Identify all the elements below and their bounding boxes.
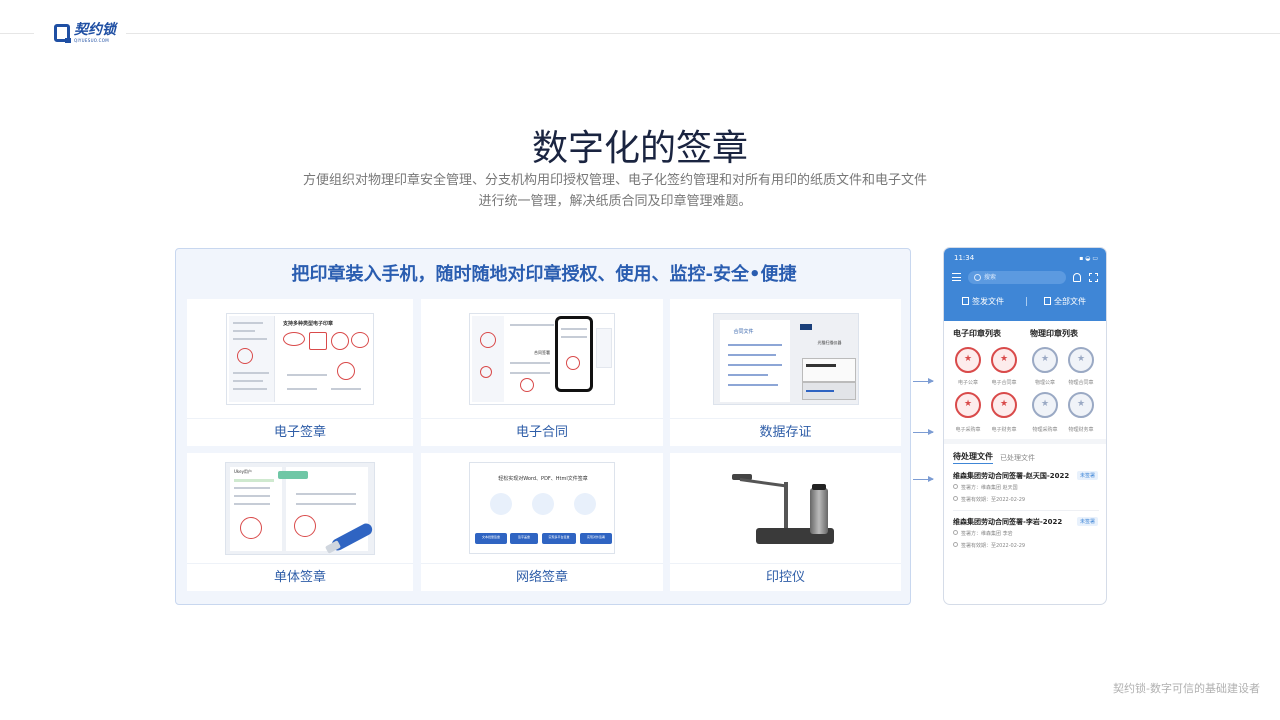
network-button-1: 文本批量签章 [481,535,500,539]
phone-preview: 合同签署 [469,312,615,405]
card-label: 数据存证 [670,418,901,446]
physical-seal-list-title: 物理印章列表 [1030,329,1078,338]
seal-label: 物理财务章 [1068,427,1094,433]
contract-preview-title: 合同签署 [534,349,550,355]
section-divider [944,439,1106,444]
usb-key-preview: Ukey用户 [225,461,375,555]
evidence-tag: 光猫扫描仪器 [817,339,842,345]
feature-panel: 把印章装入手机，随时随地对印章授权、使用、监控-安全•便捷 支持多种类型电子印章 [175,248,911,605]
search-input[interactable]: 搜索 [968,271,1066,284]
action-divider [1026,297,1027,306]
arrow-icon [913,378,934,384]
page-title: 数字化的签章 [531,128,748,169]
seal-preview: 支持多种类型电子印章 [226,312,374,405]
tab-processed-files[interactable]: 已处理文件 [1000,454,1035,462]
seal-label: 电子采购章 [955,427,981,433]
seal-controller-device [726,466,846,550]
file-send-icon [962,297,969,305]
brand-name: 契约锁 [74,22,116,38]
card-data-evidence[interactable]: 合同文件 光猫扫描仪器 数据存证 [670,299,901,446]
seal-physical-contract[interactable] [1068,347,1094,373]
card-standalone-seal[interactable]: Ukey用户 单体签章 [187,453,413,591]
ukey-preview-title: Ukey用户 [234,468,252,474]
active-tab-indicator [953,463,993,464]
network-button-2: 签字盖章 [517,535,530,539]
status-time: 11:34 [954,254,975,262]
header-rule-left [0,33,34,34]
seal-label: 电子公章 [957,380,978,386]
app-header: 11:34 ▪ ◒ ▭ 搜索 签发文件 全部文件 [944,248,1106,321]
network-preview: 轻松实现对Word、PDF、Html文件签章 文本批量签章 签字盖章 实现多平台… [469,462,615,554]
seal-electronic-procurement[interactable] [955,392,981,418]
card-label: 电子签章 [187,418,413,446]
seal-electronic-official[interactable] [955,347,981,373]
all-files-label: 全部文件 [1054,297,1086,306]
arrow-icon [913,429,934,435]
arrow-icon [913,476,934,482]
bell-icon[interactable] [1073,273,1081,282]
seal-label: 电子合同章 [991,380,1017,386]
brand-url: QIYUESUO.COM [74,38,109,43]
doc-party: 签署方：维森集团 李岩 [953,530,1013,537]
mobile-app-preview: 11:34 ▪ ◒ ▭ 搜索 签发文件 全部文件 电子印章列表 物理印章列表 电… [943,247,1107,605]
card-electronic-contract[interactable]: 合同签署 电子合同 [421,299,663,446]
seal-physical-official[interactable] [1032,347,1058,373]
seal-physical-finance[interactable] [1068,392,1094,418]
seal-physical-procurement[interactable] [1032,392,1058,418]
network-preview-title: 轻松实现对Word、PDF、Html文件签章 [498,476,588,482]
card-electronic-seal[interactable]: 支持多种类型电子印章 电子签章 [187,299,413,446]
description-line-1: 方便组织对物理印章安全管理、分支机构用印授权管理、电子化签约管理和对所有用印的纸… [302,173,927,188]
printer-preview: 合同文件 光猫扫描仪器 [712,312,859,405]
logo-icon [54,24,71,43]
menu-icon[interactable] [952,273,961,281]
network-button-3: 实现多平台签章 [548,535,570,539]
seal-electronic-finance[interactable] [991,392,1017,418]
tab-pending-files[interactable]: 待处理文件 [953,452,993,461]
status-badge: 未签署 [1077,517,1099,526]
doc-deadline: 签署有效期：至2022-02-29 [953,542,1025,549]
seal-label: 物理合同章 [1068,380,1094,386]
seal-label: 电子财务章 [991,427,1017,433]
doc-title: 维森集团劳动合同签署-赵天国-2022 [953,472,1070,480]
all-files-button[interactable]: 全部文件 [1044,296,1086,307]
doc-title: 维森集团劳动合同签署-李岩-2022 [953,518,1063,526]
list-divider [953,510,1099,511]
doc-party: 签署方：维森集团 赵天国 [953,484,1018,491]
network-button-4: 实现对外签署 [586,535,605,539]
status-icons: ▪ ◒ ▭ [1079,255,1098,262]
scan-icon[interactable] [1089,273,1098,282]
footer-slogan: 契约锁-数字可信的基础建设者 [1113,682,1260,695]
card-label: 网络签章 [421,563,663,591]
seal-preview-title: 支持多种类型电子印章 [283,320,334,327]
card-label: 电子合同 [421,418,663,446]
card-network-seal[interactable]: 轻松实现对Word、PDF、Html文件签章 文本批量签章 签字盖章 实现多平台… [421,453,663,591]
electronic-seal-list-title: 电子印章列表 [953,329,1001,338]
card-seal-controller[interactable]: 印控仪 [670,453,901,591]
files-icon [1044,297,1051,305]
brand-logo[interactable]: 契约锁 QIYUESUO.COM [48,22,122,46]
send-file-label: 签发文件 [972,297,1004,306]
status-badge: 未签署 [1077,471,1099,480]
send-file-button[interactable]: 签发文件 [962,296,1004,307]
panel-title: 把印章装入手机，随时随地对印章授权、使用、监控-安全•便捷 [291,264,797,285]
doc-deadline: 签署有效期：至2022-02-29 [953,496,1025,503]
evidence-preview-title: 合同文件 [733,328,754,335]
page-description: 方便组织对物理印章安全管理、分支机构用印授权管理、电子化签约管理和对所有用印的纸… [290,170,940,212]
seal-label: 物理公章 [1034,380,1055,386]
card-label: 印控仪 [670,563,901,591]
seal-electronic-contract[interactable] [991,347,1017,373]
description-line-2: 进行统一管理，解决纸质合同及印章管理难题。 [478,194,752,209]
seal-label: 物理采购章 [1032,427,1058,433]
header-rule-right [126,33,1280,34]
card-label: 单体签章 [187,563,413,591]
